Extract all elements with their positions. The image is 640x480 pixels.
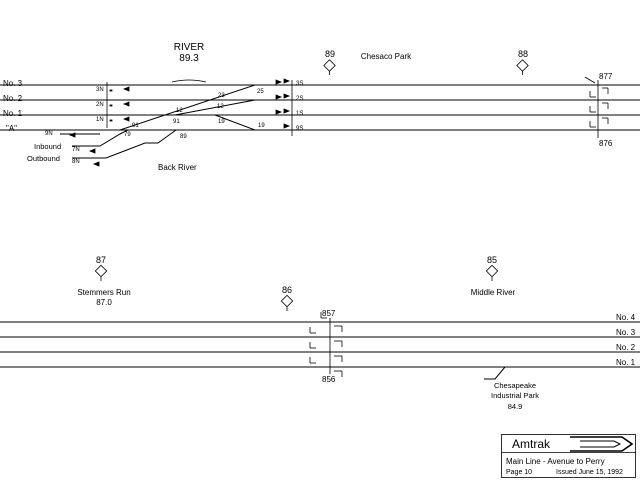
milepost-85: 85: [485, 255, 499, 281]
switch-89: 89: [180, 134, 187, 140]
place-middle-river: Middle River: [471, 288, 516, 297]
station-marker: [171, 79, 207, 83]
track-label-a: "A": [6, 124, 17, 133]
spur-label-outbound: Outbound: [27, 154, 60, 163]
signal-7n: 7N: [72, 147, 80, 153]
switch-91b: 91: [173, 119, 180, 125]
switch-25: 25: [257, 89, 264, 95]
signal-9n: 9N: [45, 131, 53, 137]
track-label-no3: No. 3: [3, 79, 23, 88]
title-issued: Issued June 15, 1992: [556, 469, 623, 476]
milepost-88: 88: [516, 49, 529, 75]
amtrak-logo-icon: [570, 436, 634, 452]
title-block: Amtrak Main Line - Avenue to Perry Page …: [501, 434, 636, 478]
switch-19a: 19: [218, 119, 225, 125]
cp-857: 857: [322, 309, 336, 318]
place-industrial-2: Industrial Park: [491, 391, 539, 400]
svg-text:86: 86: [282, 285, 292, 295]
place-industrial-milepost: 84.9: [508, 402, 523, 411]
switch-12b: 12: [217, 104, 224, 110]
track-label-no3-b: No. 3: [616, 328, 636, 337]
milepost-89: 89: [323, 49, 336, 75]
title-page: Page 10: [506, 469, 532, 476]
cp-877: 877: [599, 72, 613, 81]
milepost-86: 86: [280, 285, 294, 311]
svg-text:89: 89: [325, 49, 335, 59]
place-chesaco-park: Chesaco Park: [361, 52, 412, 61]
crossover-2: [174, 99, 256, 116]
svg-text:87: 87: [96, 255, 106, 265]
svg-text:88: 88: [518, 49, 528, 59]
place-back-river: Back River: [158, 163, 197, 172]
signal-heads-right: [275, 78, 291, 129]
station-name: RIVER: [174, 42, 205, 53]
crossover-3: [214, 114, 256, 131]
signal-1n: 1N: [96, 117, 104, 123]
spur-label-inbound: Inbound: [34, 142, 61, 151]
place-industrial-1: Chesapeake: [494, 381, 536, 390]
signal-heads-left: [68, 86, 130, 167]
signal-3s: 3S: [296, 81, 303, 87]
milepost-87: 87: [94, 255, 108, 281]
signal-1s: 1S: [296, 111, 303, 117]
switch-23: 23: [218, 93, 225, 99]
switch-79: 79: [124, 132, 131, 138]
signal-3n: 3N: [96, 87, 104, 93]
track-label-no1-b: No. 1: [616, 358, 636, 367]
switch-19b: 19: [258, 123, 265, 129]
switch-12a: 12: [176, 108, 183, 114]
cp-856: 856: [322, 375, 336, 384]
station-milepost: 89.3: [179, 53, 199, 64]
signal-8n: 8N: [72, 159, 80, 165]
track-label-no4: No. 4: [616, 313, 636, 322]
signal-9s: 9S: [296, 126, 303, 132]
place-stemmers-milepost: 87.0: [96, 298, 112, 307]
arrow-877: [584, 76, 596, 84]
track-label-no2-b: No. 2: [616, 343, 636, 352]
spur-outbound: [72, 129, 177, 159]
track-label-no1: No. 1: [3, 109, 23, 118]
svg-text:85: 85: [487, 255, 497, 265]
spur-inbound: [72, 129, 129, 147]
signal-heads-877: [589, 87, 609, 128]
track-label-no2: No. 2: [3, 94, 23, 103]
signal-2s: 2S: [296, 96, 303, 102]
spur-industrial-park: [484, 366, 506, 380]
crossover-main: [119, 84, 256, 131]
switch-91a: 91: [132, 123, 139, 129]
place-stemmers-run: Stemmers Run: [77, 288, 130, 297]
cp-876: 876: [599, 139, 613, 148]
title-company: Amtrak: [512, 437, 551, 451]
title-line: Main Line - Avenue to Perry: [506, 457, 605, 466]
signal-heads-857: [309, 312, 343, 377]
signal-2n: 2N: [96, 102, 104, 108]
